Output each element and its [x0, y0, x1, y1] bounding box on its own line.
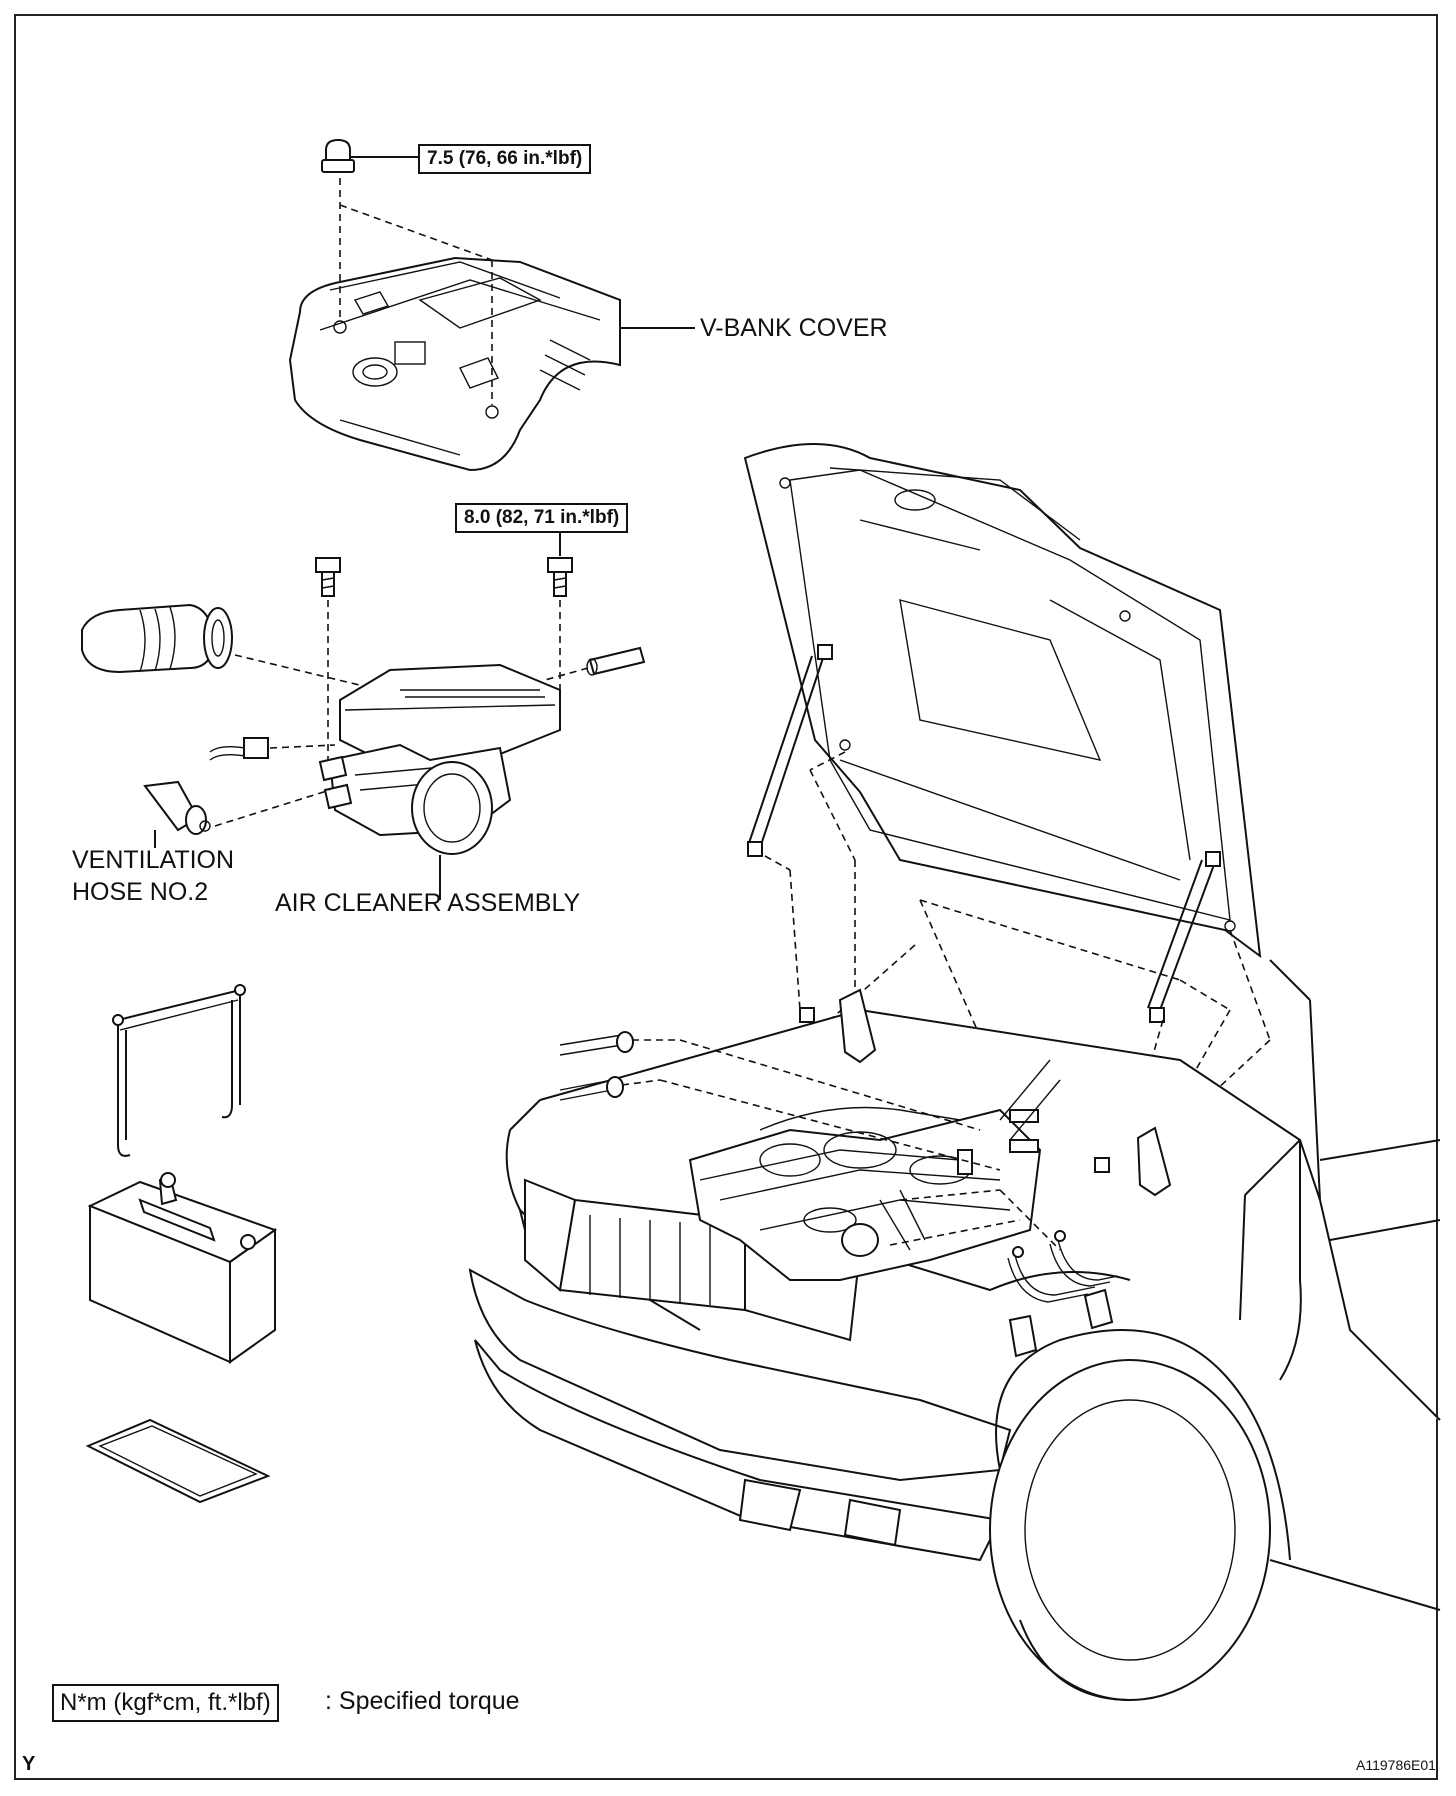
battery-terminals	[1007, 1230, 1119, 1358]
label-air-cleaner-assembly: AIR CLEANER ASSEMBLY	[275, 889, 581, 917]
hood	[743, 443, 1262, 959]
label-ventilation-hose-line2: HOSE NO.2	[72, 878, 209, 906]
sensor-connector	[209, 737, 269, 761]
ventilation-hose	[143, 780, 211, 848]
air-cleaner	[318, 663, 561, 900]
air-cleaner-bolt-left	[315, 557, 341, 597]
hood-hinge-left	[799, 988, 877, 1064]
vehicle-body	[468, 959, 1441, 1701]
battery	[87, 1172, 278, 1364]
hood-hinge-right	[1094, 1126, 1172, 1197]
washer-hoses	[559, 1031, 634, 1101]
vbank-cover	[288, 256, 695, 472]
engine-bay	[688, 1059, 1061, 1281]
torque-spec-air-cleaner-bolt: 8.0 (82, 71 in.*lbf)	[455, 503, 629, 533]
battery-clamp	[112, 984, 246, 1157]
battery-tray	[85, 1418, 271, 1504]
intake-hose	[81, 603, 233, 674]
corner-code-left: Y	[22, 1753, 36, 1775]
label-ventilation-hose-line1: VENTILATION	[72, 846, 235, 874]
air-cleaner-bolt-right	[547, 531, 573, 597]
legend-specified-torque: : Specified torque	[325, 1687, 520, 1715]
label-vbank-cover: V-BANK COVER	[700, 314, 888, 342]
small-hose	[586, 646, 646, 676]
hood-strut-left	[747, 644, 833, 857]
figure-id: A119786E01	[1356, 1757, 1436, 1773]
hood-strut-right	[1147, 851, 1221, 1023]
vbank-cover-nut	[321, 138, 418, 173]
diagram-frame	[14, 14, 1438, 1780]
torque-spec-vbank-nut: 7.5 (76, 66 in.*lbf)	[418, 144, 592, 174]
legend-torque-units-box: N*m (kgf*cm, ft.*lbf)	[52, 1684, 279, 1722]
